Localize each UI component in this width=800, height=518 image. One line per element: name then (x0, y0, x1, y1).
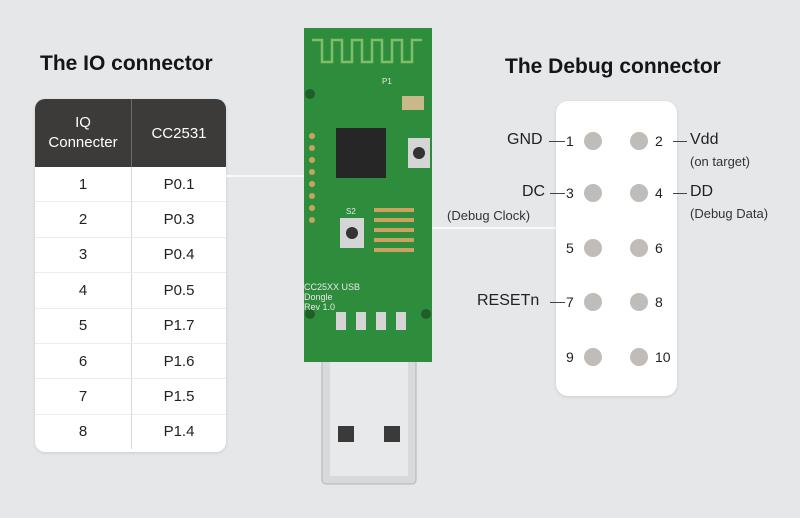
debug-connector-card (556, 101, 677, 396)
label-dd: DD (690, 183, 714, 200)
pin-8 (630, 293, 648, 311)
pin-number-2: 2 (655, 133, 663, 149)
pin-number-8: 8 (655, 294, 663, 310)
table-row: 3 P0.4 (35, 237, 226, 274)
pin-7 (584, 293, 602, 311)
leader-gnd (549, 141, 565, 142)
table-row: 6 P1.6 (35, 343, 226, 380)
usb-plug-hole-left (338, 426, 354, 442)
usb-contacts (336, 312, 406, 330)
pin-1 (584, 132, 602, 150)
pcb-board (304, 28, 432, 362)
silk-rev: Rev 1.0 (304, 302, 335, 312)
cc2531-port: P0.3 (163, 211, 195, 229)
io-connector-title: The IO connector (40, 52, 213, 75)
table-row: 2 P0.3 (35, 202, 226, 238)
table-row: 4 P0.5 (35, 273, 226, 309)
button-p1-cap (413, 147, 425, 159)
usb-plug-hole-right (384, 426, 400, 442)
table-row: 1 P0.1 (35, 167, 226, 203)
io-header-pads (309, 133, 315, 223)
table-row: 5 P1.7 (35, 308, 226, 344)
pin-number-4: 4 (655, 185, 663, 201)
header-cc2531: CC2531 (151, 124, 207, 142)
iq-pin: 4 (35, 273, 132, 308)
silk-cc25xx: CC25XX USB (304, 282, 360, 292)
label-dc-sub: (Debug Clock) (447, 208, 531, 223)
silk-s2: S2 (346, 207, 356, 216)
table-row: 8 P1.4 (35, 414, 226, 450)
header-iq-connecter: IQ Connecter (35, 99, 132, 167)
pin-number-3: 3 (566, 185, 574, 201)
debug-connector-title: The Debug connector (505, 55, 721, 78)
pin-2 (630, 132, 648, 150)
crystal (402, 96, 424, 110)
iq-pin: 3 (35, 237, 132, 273)
mount-hole (305, 309, 315, 319)
leader-vdd (673, 141, 687, 142)
label-vdd: Vdd (690, 131, 719, 148)
debug-header-pins (374, 208, 414, 252)
pin-4 (630, 184, 648, 202)
table-row: 7 P1.5 (35, 379, 226, 415)
leader-resetn (550, 302, 565, 303)
cc2531-port: P1.5 (163, 388, 195, 406)
pin-5 (584, 239, 602, 257)
silk-dongle: Dongle (304, 292, 333, 302)
pin-9 (584, 348, 602, 366)
iq-pin: 2 (35, 202, 132, 237)
mount-hole (421, 309, 431, 319)
cc2531-port: P0.5 (163, 281, 195, 299)
cc2531-chip (336, 128, 386, 178)
leader-dc (550, 193, 565, 194)
label-vdd-sub: (on target) (690, 154, 750, 169)
pin-number-5: 5 (566, 240, 574, 256)
io-table-header: IQ Connecter CC2531 (35, 99, 226, 167)
iq-pin: 8 (35, 414, 132, 450)
pin-number-10: 10 (655, 349, 671, 365)
cc2531-port: P1.6 (163, 352, 195, 370)
pin-number-1: 1 (566, 133, 574, 149)
leader-dd (673, 193, 687, 194)
button-s2-cap (346, 227, 358, 239)
label-dc: DC (522, 183, 546, 200)
pin-number-7: 7 (566, 294, 574, 310)
label-gnd: GND (507, 131, 543, 148)
silk-p1: P1 (382, 77, 392, 86)
cc2531-port: P0.4 (163, 246, 195, 264)
iq-pin: 1 (35, 167, 132, 202)
mount-hole (305, 89, 315, 99)
pin-3 (584, 184, 602, 202)
pin-number-9: 9 (566, 349, 574, 365)
pin-10 (630, 348, 648, 366)
iq-pin: 5 (35, 308, 132, 343)
label-resetn: RESETn (477, 292, 540, 309)
antenna-trace (312, 38, 422, 64)
pin-6 (630, 239, 648, 257)
label-dd-sub: (Debug Data) (690, 206, 769, 221)
cc2531-port: P1.7 (163, 317, 195, 335)
iq-pin: 7 (35, 379, 132, 414)
pin-number-6: 6 (655, 240, 663, 256)
cc2531-port: P0.1 (163, 175, 195, 193)
cc2531-port: P1.4 (163, 423, 195, 441)
iq-pin: 6 (35, 343, 132, 379)
